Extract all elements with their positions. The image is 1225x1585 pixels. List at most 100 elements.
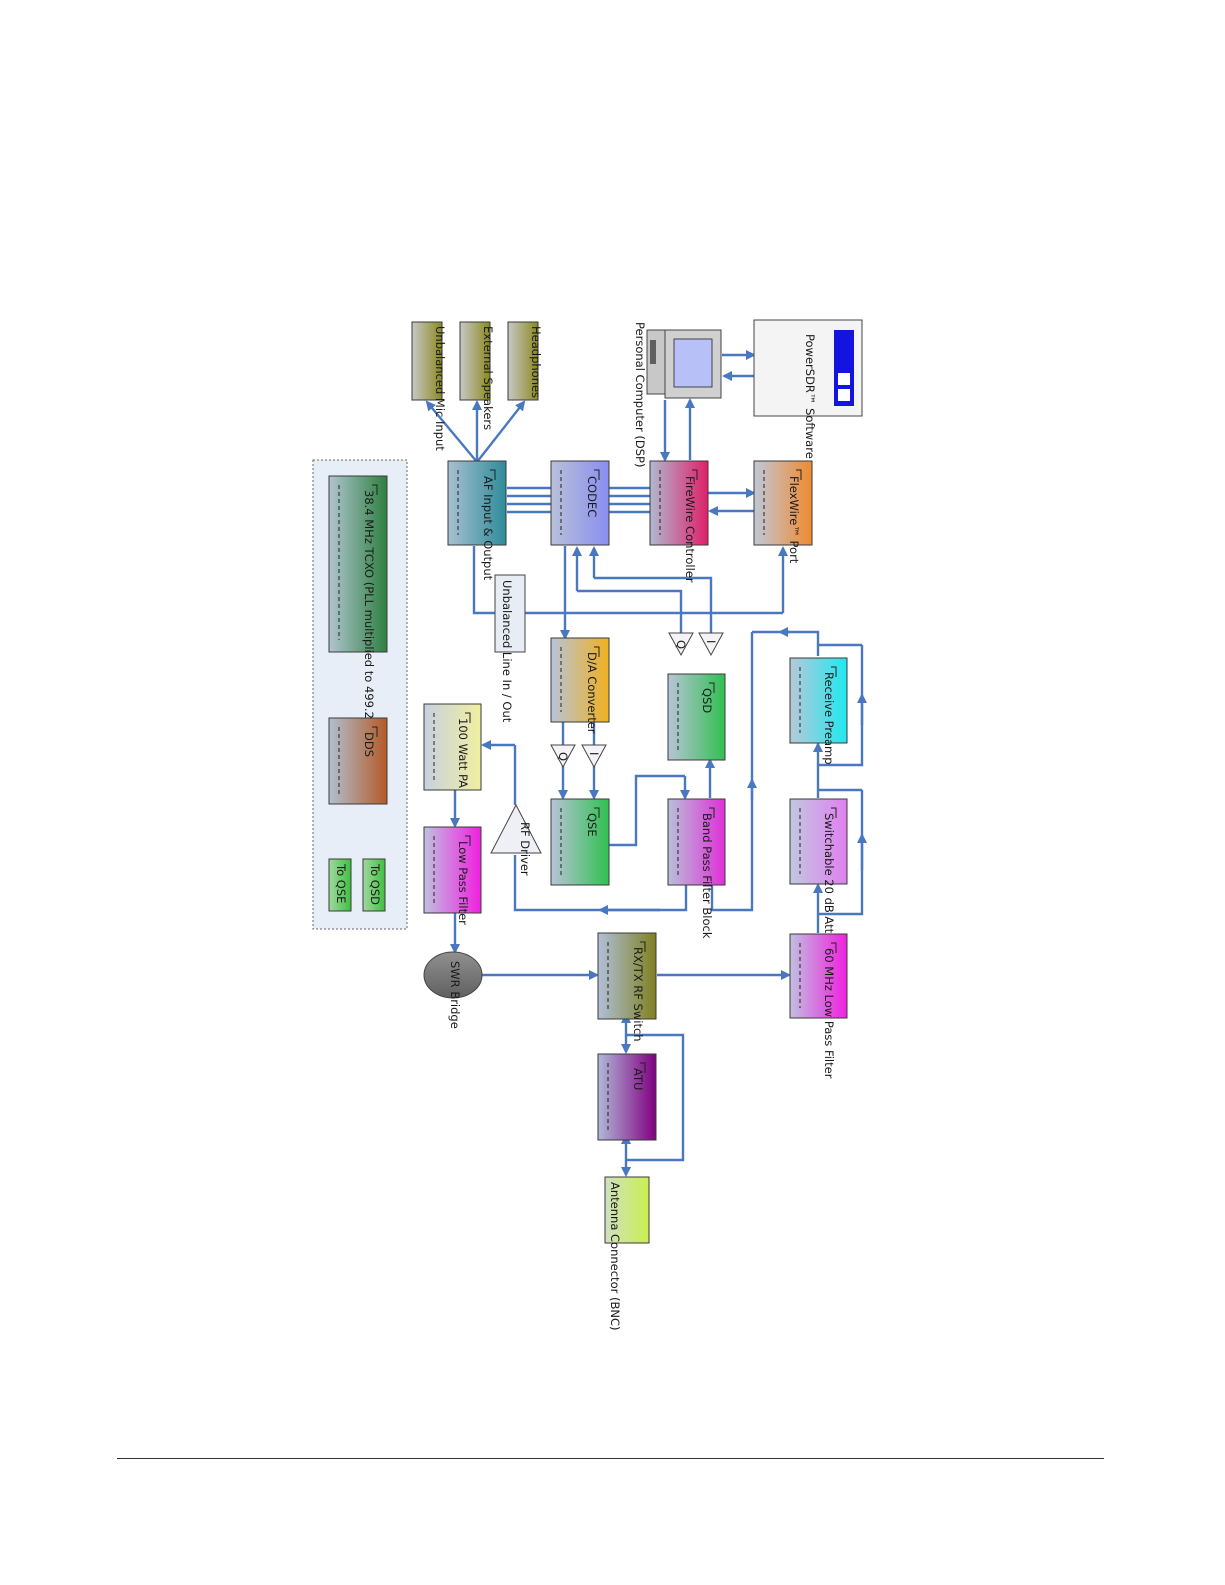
svg-text:To QSD: To QSD [368,863,382,905]
block-powersdr: PowerSDR™ Software [753,319,863,459]
amp-q-transmit: Q [550,744,576,769]
block-codec: CODEC [550,460,610,546]
block-qse: QSE [550,798,610,886]
block-rf-driver: RF Driver [490,803,542,876]
block-switchable-atten: Switchable 20 dB Atten. [789,798,848,951]
unbalanced-line-label: Unbalanced Line In / Out [500,580,514,723]
amp-q-receive: Q [668,632,694,657]
svg-text:Low Pass Filter: Low Pass Filter [456,841,470,925]
block-flexwire-port: FlexWire™ Port [753,460,813,564]
headphones-label: Headphones [529,326,543,398]
svg-text:38.4 MHz TCXO (PLL multiplied: 38.4 MHz TCXO (PLL multiplied to 499.2 M… [362,490,376,752]
amp-q-label: Q [674,640,688,649]
svg-text:RF Driver: RF Driver [518,822,532,876]
svg-text:Q: Q [556,752,570,761]
svg-text:PowerSDR™ Software: PowerSDR™ Software [803,334,817,459]
block-to-qsd: To QSD [362,858,386,912]
pa-100w-label: 100 Watt PA [456,718,470,788]
svg-text:FlexWire™ Port: FlexWire™ Port [787,476,801,564]
powersdr-label: PowerSDR™ Software [803,334,817,459]
footer-rule [117,1458,1104,1459]
amp-i-label: I [704,640,718,643]
block-tcxo: 38.4 MHz TCXO (PLL multiplied to 499.2 M… [328,475,388,752]
unbalanced-mic-label: Unbalanced Mic Input [433,326,447,451]
block-swr-bridge: SWR Bridge [423,951,483,1029]
flexwire-port-label: FlexWire™ Port [787,476,801,564]
svg-text:Unbalanced Mic Input: Unbalanced Mic Input [433,326,447,451]
block-bpf: Band Pass Filter Block [667,798,726,939]
svg-text:AF Input & Output: AF Input & Output [481,476,495,581]
block-qsd: QSD [667,673,726,761]
swr-bridge-label: SWR Bridge [448,961,462,1029]
amp-i-receive: I [698,632,724,657]
block-receive-preamp: Receive Preamp [789,657,848,765]
svg-text:RX/TX RF Switch: RX/TX RF Switch [631,947,645,1042]
block-unbalanced-line: Unbalanced Line In / Out [494,574,526,723]
switchable-atten-label: Switchable 20 dB Atten. [822,813,836,951]
external-speakers-label: External Speakers [481,326,495,430]
amp-q-tx-label: Q [556,752,570,761]
svg-text:Personal Computer (DSP): Personal Computer (DSP) [633,322,647,467]
firewire-controller-label: FireWire Controller [683,476,697,583]
svg-text:Headphones: Headphones [529,326,543,398]
connector-lines [335,350,867,1177]
svg-text:I: I [704,640,718,643]
svg-text:ATU: ATU [631,1068,645,1090]
qsd-label: QSD [700,688,714,713]
svg-text:60 MHz Low Pass Filter: 60 MHz Low Pass Filter [822,948,836,1079]
block-atu: ATU [597,1053,657,1141]
svg-text:QSE: QSE [585,813,599,837]
svg-text:External Speakers: External Speakers [481,326,495,430]
tcxo-label: 38.4 MHz TCXO (PLL multiplied to 499.2 M… [362,490,376,752]
dds-label: DDS [362,732,376,757]
qse-label: QSE [585,813,599,837]
block-af-io: AF Input & Output [447,460,507,581]
svg-text:D/A Converter: D/A Converter [585,652,599,734]
block-da-converter: D/A Converter [550,637,610,734]
software-window-icon [834,330,854,406]
svg-text:Unbalanced Line In / Out: Unbalanced Line In / Out [500,580,514,723]
svg-text:Q: Q [674,640,688,649]
rxtx-switch-label: RX/TX RF Switch [631,947,645,1042]
block-rxtx-switch: RX/TX RF Switch [597,932,657,1042]
block-low-pass-filter: Low Pass Filter [423,826,482,925]
atu-label: ATU [631,1068,645,1090]
block-dds: DDS [328,717,388,805]
svg-text:Band Pass Filter Block: Band Pass Filter Block [700,813,714,939]
block-pa-100w: 100 Watt PA [423,703,482,791]
svg-text:FireWire Controller: FireWire Controller [683,476,697,583]
lpf-60mhz-label: 60 MHz Low Pass Filter [822,948,836,1079]
amp-i-transmit: I [581,744,607,769]
block-external-speakers: External Speakers [459,321,495,430]
svg-text:Switchable 20 dB Atten.: Switchable 20 dB Atten. [822,813,836,951]
antenna-label: Antenna Connector (BNC) [608,1182,622,1330]
svg-text:DDS: DDS [362,732,376,757]
svg-text:SWR Bridge: SWR Bridge [448,961,462,1029]
personal-computer-label: Personal Computer (DSP) [633,322,647,467]
block-personal-computer: Personal Computer (DSP) [633,322,722,467]
af-io-label: AF Input & Output [481,476,495,581]
svg-text:I: I [587,752,601,755]
block-firewire-controller: FireWire Controller [649,460,709,583]
block-headphones: Headphones [507,321,543,401]
rf-driver-label: RF Driver [518,822,532,876]
to-qsd-label: To QSD [368,863,382,905]
svg-text:CODEC: CODEC [585,476,599,517]
receive-preamp-label: Receive Preamp [822,672,836,765]
block-lpf-60mhz: 60 MHz Low Pass Filter [789,933,848,1079]
block-unbalanced-mic: Unbalanced Mic Input [411,321,447,451]
da-converter-label: D/A Converter [585,652,599,734]
block-to-qse: To QSE [328,858,352,912]
block-antenna-connector: Antenna Connector (BNC) [604,1176,650,1330]
svg-text:To QSE: To QSE [334,863,348,903]
svg-text:QSD: QSD [700,688,714,713]
codec-label: CODEC [585,476,599,517]
svg-text:Antenna Connector (BNC): Antenna Connector (BNC) [608,1182,622,1330]
to-qse-label: To QSE [334,863,348,903]
svg-text:100 Watt PA: 100 Watt PA [456,718,470,788]
svg-text:Receive Preamp: Receive Preamp [822,672,836,765]
bpf-label: Band Pass Filter Block [700,813,714,939]
amp-i-tx-label: I [587,752,601,755]
low-pass-filter-label: Low Pass Filter [456,841,470,925]
